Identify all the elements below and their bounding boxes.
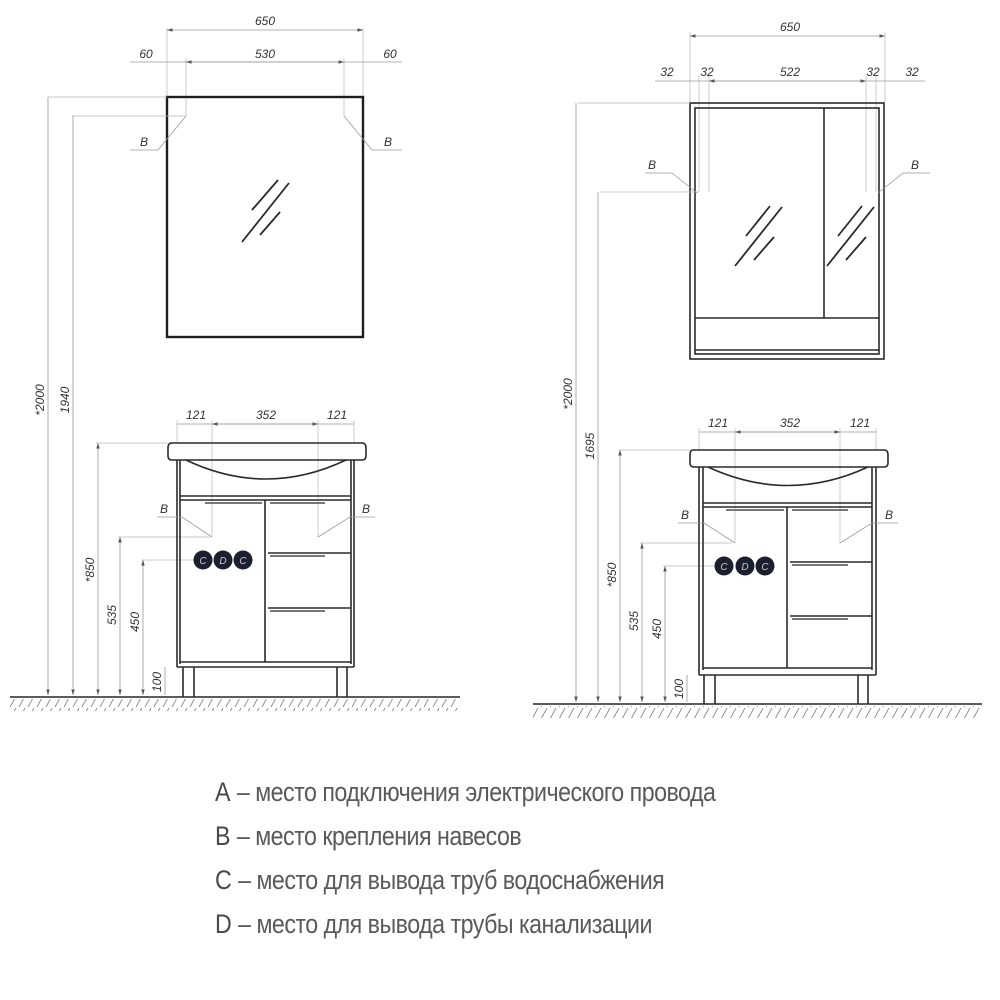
dim-hanger-height: 535 — [627, 611, 641, 631]
svg-text:D: D — [741, 562, 748, 573]
dim-mirror-mount-height: 1695 — [583, 432, 597, 459]
dim-cabinet-segment: 32 — [905, 65, 919, 79]
legend-item-c: C– место для вывода труб водоснабжения — [215, 858, 715, 902]
hanger-label-b: B — [362, 502, 370, 516]
hanger-leaders-vanity-left: B B — [157, 502, 375, 538]
hanger-label-b: B — [648, 158, 656, 172]
dim-mirror-offset-left: 60 — [139, 47, 153, 61]
svg-text:C: C — [199, 556, 207, 567]
connection-points-right: C D C — [714, 556, 775, 576]
svg-text:C: C — [239, 556, 247, 567]
legend-text: – место для вывода трубы канализации — [238, 909, 652, 939]
sewer-point — [735, 556, 755, 576]
dim-leg-height: 100 — [150, 672, 164, 692]
water-supply-point — [755, 556, 775, 576]
legend-text: – место для вывода труб водоснабжения — [238, 865, 665, 895]
mirror-cabinet-right — [689, 102, 885, 360]
water-supply-point — [233, 550, 253, 570]
legend-key: C — [215, 865, 232, 895]
dim-mirror-offset-right: 60 — [383, 47, 397, 61]
vanity-dimensions-right: 121 352 121 — [698, 416, 877, 543]
vanity-dimensions-left: 121 352 121 — [176, 408, 355, 537]
dim-leg-height: 100 — [672, 679, 686, 699]
height-dimensions-left: *2000 1940 *850 535 450 100 — [33, 97, 210, 695]
dim-vanity-center: 352 — [780, 416, 800, 430]
dim-cabinet-segment: 522 — [780, 65, 800, 79]
floor-hatch-left — [10, 699, 460, 711]
dim-connection-height: 450 — [128, 612, 142, 632]
vanity-unit-right — [689, 449, 889, 704]
dim-vanity-left: 121 — [186, 408, 206, 422]
dim-total-height: *2000 — [33, 384, 47, 416]
legend-text: – место крепления навесов — [236, 821, 522, 851]
hanger-label-b: B — [160, 502, 168, 516]
height-dimensions-right: *2000 1695 *850 535 450 100 — [561, 103, 732, 702]
dim-mirror-inner: 530 — [255, 47, 275, 61]
svg-text:C: C — [720, 562, 728, 573]
right-drawing: 650 32 32 522 32 32 — [533, 20, 982, 718]
mirror-left — [165, 95, 365, 339]
dim-vanity-right: 121 — [327, 408, 347, 422]
connection-points-left: C D C — [193, 550, 253, 570]
dim-mirror-mount-height: 1940 — [58, 386, 72, 413]
legend-key: B — [215, 821, 231, 851]
legend-key: A — [215, 777, 231, 807]
vanity-unit-left — [167, 442, 367, 697]
left-drawing: 650 60 530 60 B B — [10, 14, 460, 711]
hanger-label-b: B — [681, 508, 689, 522]
water-supply-point — [714, 556, 734, 576]
svg-text:C: C — [761, 562, 769, 573]
cabinet-dimensions-right: 650 32 32 522 32 32 — [655, 20, 925, 192]
legend-key: D — [215, 909, 232, 939]
legend-item-d: D– место для вывода трубы канализации — [215, 902, 715, 946]
dim-cabinet-segment: 32 — [700, 65, 714, 79]
dim-vanity-center: 352 — [256, 408, 276, 422]
water-supply-point — [193, 550, 213, 570]
dim-basin-height: *850 — [83, 557, 97, 582]
dim-vanity-left: 121 — [708, 416, 728, 430]
legend-text: – место подключения электрического прово… — [236, 777, 716, 807]
hanger-leaders-cabinet-right: B B — [578, 102, 930, 194]
dim-total-height: *2000 — [561, 378, 575, 410]
dim-cabinet-segment: 32 — [866, 65, 880, 79]
hanger-label-b: B — [885, 508, 893, 522]
dim-cabinet-segment: 32 — [660, 65, 674, 79]
dim-basin-height: *850 — [605, 562, 619, 587]
hanger-label-b: B — [384, 135, 392, 149]
floor-hatch-right — [533, 706, 982, 718]
hanger-label-b: B — [911, 158, 919, 172]
legend: A– место подключения электрического пров… — [215, 770, 716, 946]
hanger-leaders-mirror-left: B B — [48, 96, 402, 151]
mirror-dimensions-left: 650 60 530 60 — [130, 14, 402, 116]
dim-connection-height: 450 — [650, 619, 664, 639]
dim-mirror-width: 650 — [255, 14, 275, 28]
hanger-leaders-vanity-right: B B — [678, 508, 898, 544]
hanger-label-b: B — [140, 135, 148, 149]
dim-vanity-right: 121 — [850, 416, 870, 430]
dim-hanger-height: 535 — [105, 605, 119, 625]
dim-cabinet-width: 650 — [780, 20, 800, 34]
sewer-point — [213, 550, 233, 570]
legend-item-a: A– место подключения электрического пров… — [215, 770, 716, 814]
svg-text:D: D — [219, 556, 226, 567]
legend-item-b: B– место крепления навесов — [215, 814, 715, 858]
